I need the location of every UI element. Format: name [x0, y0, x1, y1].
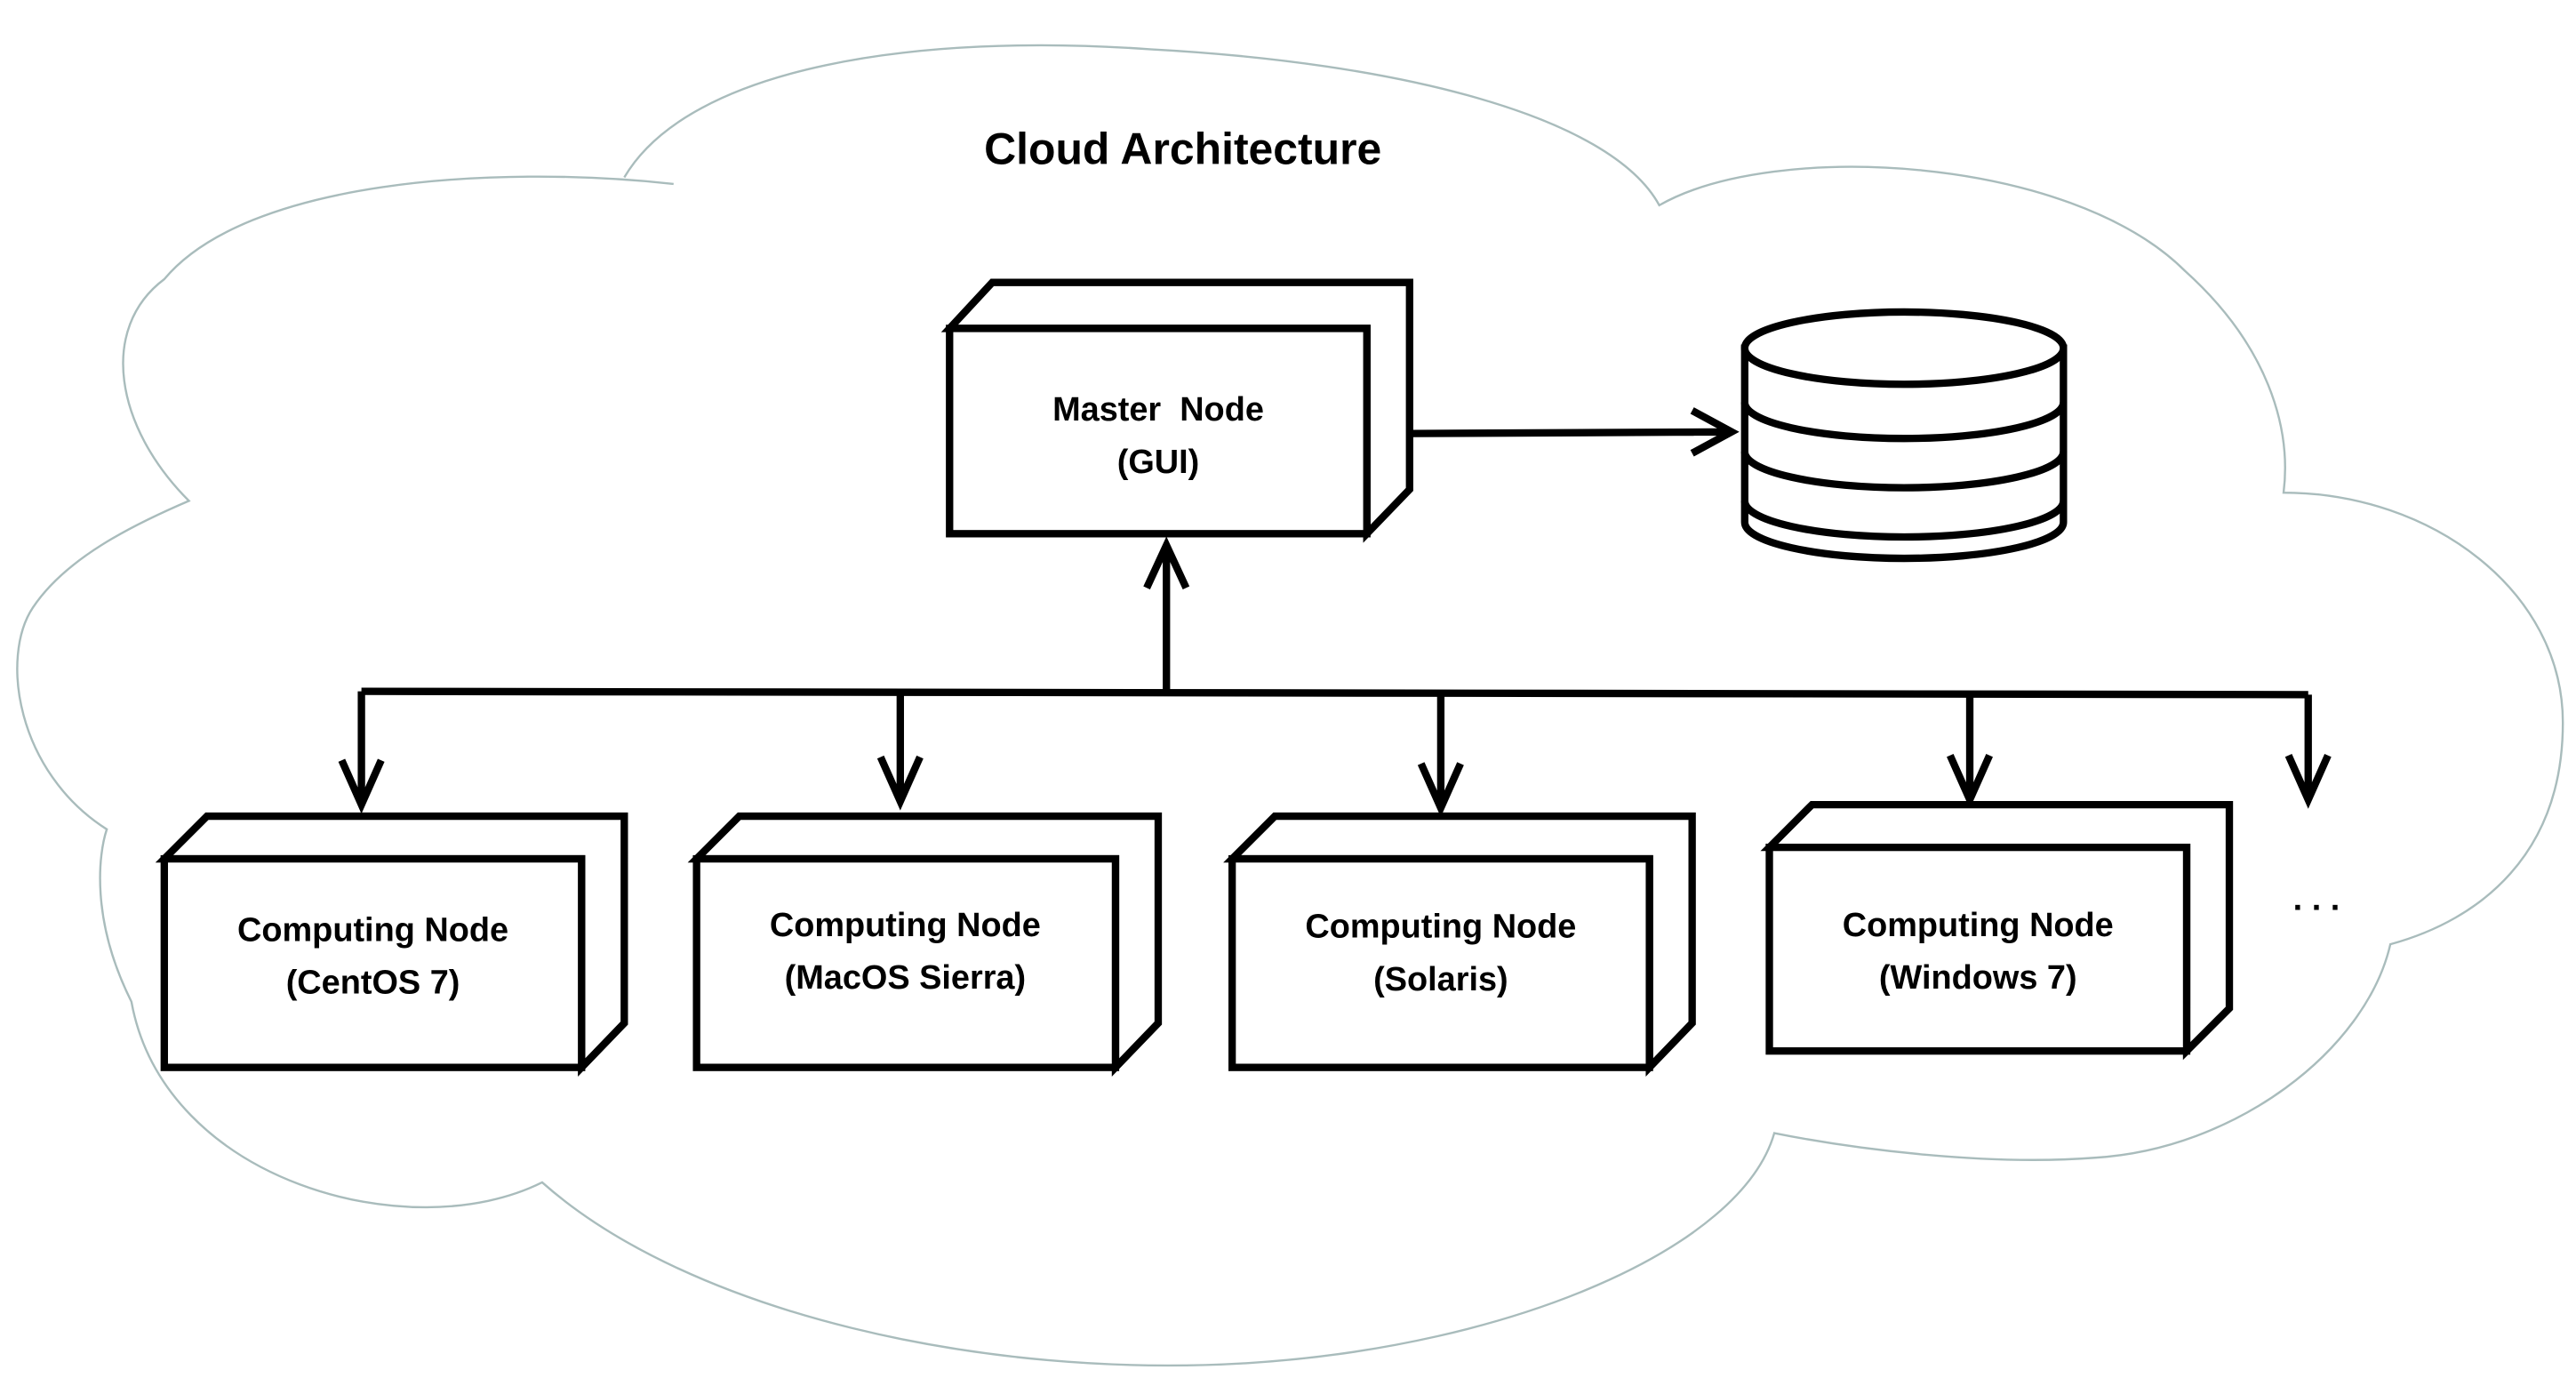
bus-line	[361, 687, 2308, 699]
node-os: (MacOS Sierra)	[785, 959, 1027, 997]
arrow-to-macos	[876, 691, 924, 811]
computing-node-centos: Computing Node (CentOS 7)	[155, 812, 628, 1077]
computing-node-macos: Computing Node (MacOS Sierra)	[687, 812, 1163, 1077]
master-node-title: Master Node	[1052, 391, 1264, 429]
master-node: Master Node (GUI)	[940, 278, 1413, 543]
cloud-shape	[16, 44, 2564, 1367]
computing-node-windows: Computing Node (Windows 7)	[1760, 800, 2234, 1061]
arrow-bus-to-master	[1143, 536, 1190, 692]
more-nodes-ellipsis: . . .	[2293, 880, 2340, 917]
arrow-to-centos	[338, 691, 385, 814]
node-title: Computing Node	[1843, 907, 2114, 944]
arrow-to-solaris	[1417, 693, 1464, 818]
master-node-subtitle: (GUI)	[1117, 444, 1200, 481]
arrow-master-to-database	[1412, 407, 1740, 457]
node-os: (Windows 7)	[1879, 959, 2077, 997]
database-icon	[1740, 308, 2068, 563]
connector-arrows	[338, 407, 2332, 818]
arrow-to-windows	[1947, 693, 1993, 809]
node-title: Computing Node	[1305, 909, 1576, 946]
node-title: Computing Node	[237, 911, 508, 949]
diagram-title: Cloud Architecture	[984, 124, 1381, 174]
node-title: Computing Node	[770, 907, 1041, 944]
node-os: (CentOS 7)	[286, 965, 460, 1002]
arrow-to-more	[2284, 694, 2332, 809]
node-os: (Solaris)	[1373, 961, 1508, 998]
computing-node-solaris: Computing Node (Solaris)	[1223, 812, 1696, 1077]
